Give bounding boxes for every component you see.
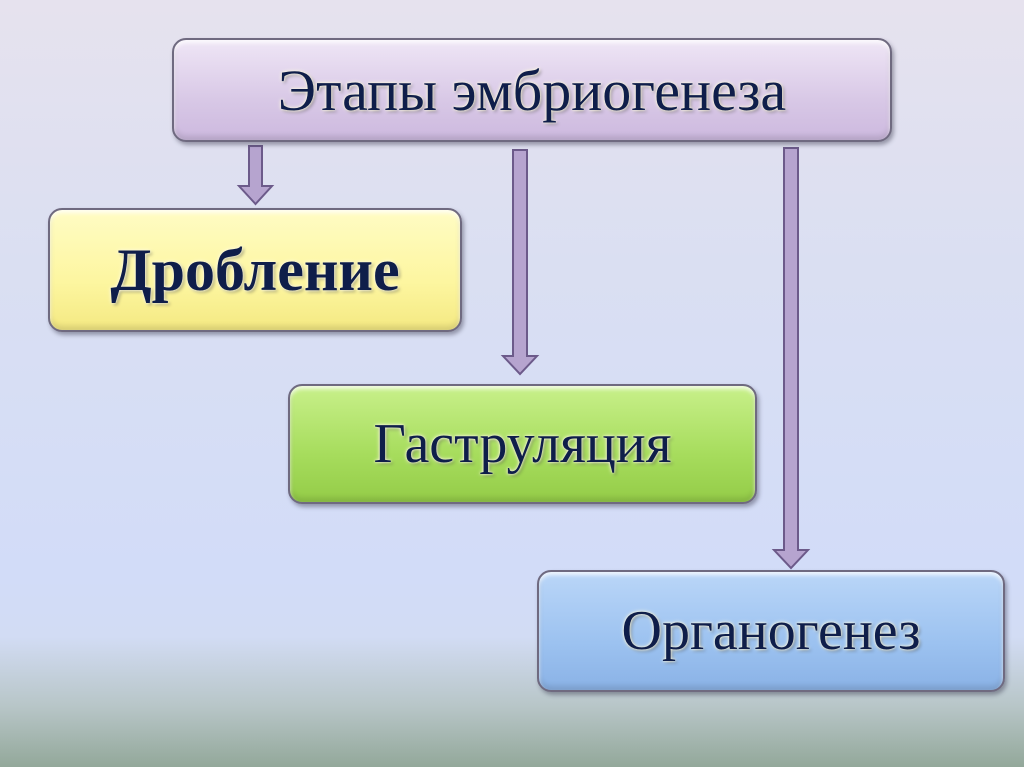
arrow-to-gastrulyatsiya: [500, 149, 540, 376]
arrow-to-organogenez: [771, 147, 811, 570]
stage-label: Органогенез: [621, 600, 921, 662]
title-box: Этапы эмбриогенеза: [172, 38, 892, 142]
stage-box-gastrulyatsiya: Гаструляция: [288, 384, 757, 504]
stage-box-drobleniye: Дробление: [48, 208, 462, 332]
arrow-to-drobleniye: [236, 145, 275, 206]
stage-label: Дробление: [110, 236, 400, 303]
stage-box-organogenez: Органогенез: [537, 570, 1005, 692]
title-text: Этапы эмбриогенеза: [277, 57, 787, 123]
stage-label: Гаструляция: [373, 413, 672, 475]
